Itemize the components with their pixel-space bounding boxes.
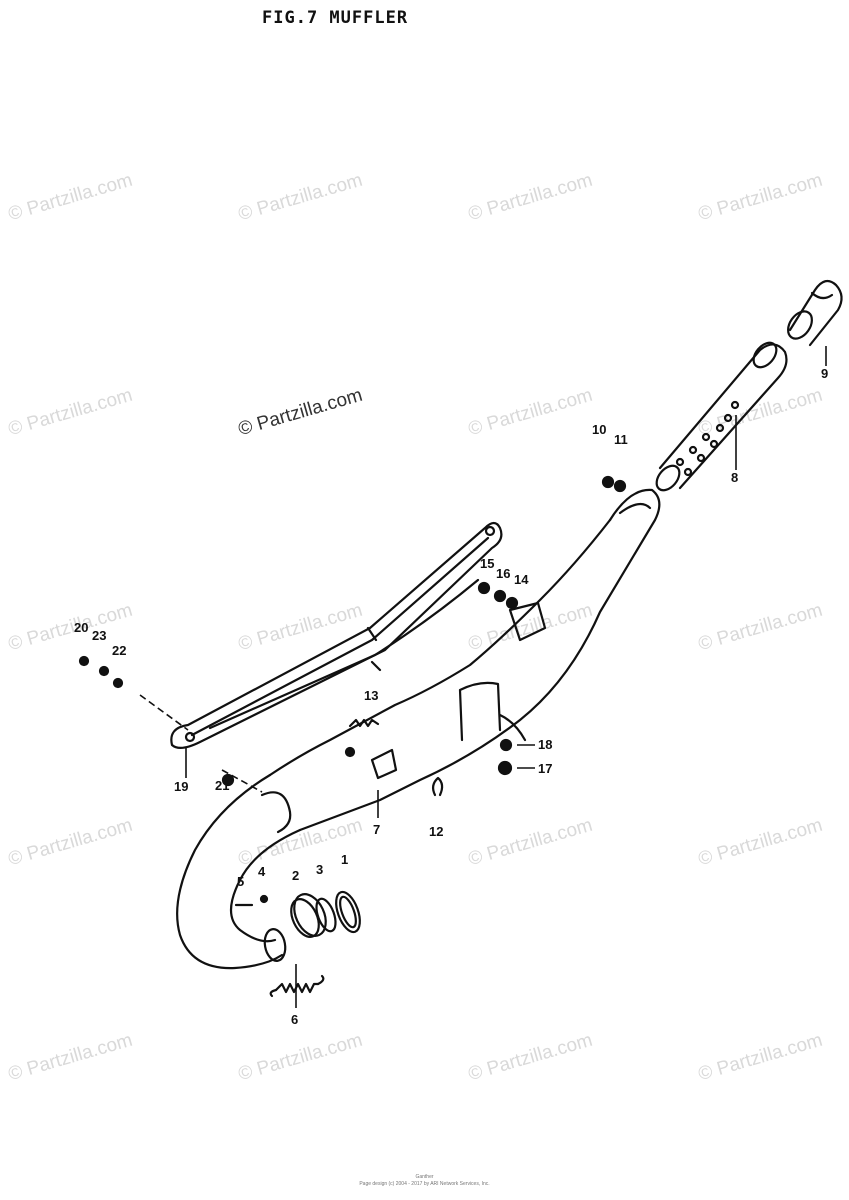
muffler-bracket-part [170, 521, 503, 749]
callout-label: 8 [731, 470, 738, 485]
callout-label: 9 [821, 366, 828, 381]
callout-label: 16 [496, 566, 510, 581]
muffler-body-part [268, 488, 661, 832]
callout-label: 3 [316, 862, 323, 877]
footer-line: Ganther [415, 1174, 434, 1180]
callout-label: 1 [341, 852, 348, 867]
spark-arrester-part [655, 341, 788, 492]
callout-label: 11 [614, 432, 628, 447]
callout-label: 2 [292, 868, 299, 883]
gasket-parts [290, 890, 361, 938]
callout-label: 10 [592, 422, 606, 437]
fastener-parts [78, 475, 627, 907]
callout-label: 4 [258, 864, 266, 879]
callout-labels: 1 2 3 4 5 6 7 8 9 10 11 12 13 14 15 16 1… [74, 366, 828, 1027]
leader-lines [139, 694, 263, 793]
clip-part [431, 776, 444, 797]
callout-label: 21 [215, 778, 229, 793]
callout-label: 15 [480, 556, 494, 571]
callout-label: 14 [514, 572, 529, 587]
callout-label: 5 [237, 874, 244, 889]
callout-label: 18 [538, 737, 552, 752]
footer-copyright: Page design (c) 2004 - 2017 by ARI Netwo… [359, 1181, 490, 1187]
callout-label: 6 [291, 1012, 298, 1027]
spring-parts [269, 718, 380, 998]
callout-label: 23 [92, 628, 106, 643]
callout-label: 12 [429, 824, 443, 839]
figure-title: FIG.7 MUFFLER [262, 8, 409, 28]
callout-label: 13 [364, 688, 378, 703]
callout-label: 22 [112, 643, 126, 658]
end-cap-part [787, 279, 843, 347]
exhaust-pipe-part [176, 773, 302, 970]
callout-label: 17 [538, 761, 552, 776]
damper-part [370, 748, 398, 780]
callout-label: 19 [174, 779, 188, 794]
callout-label: 20 [74, 620, 88, 635]
callout-label: 7 [373, 822, 380, 837]
callout-lines [185, 346, 827, 1008]
